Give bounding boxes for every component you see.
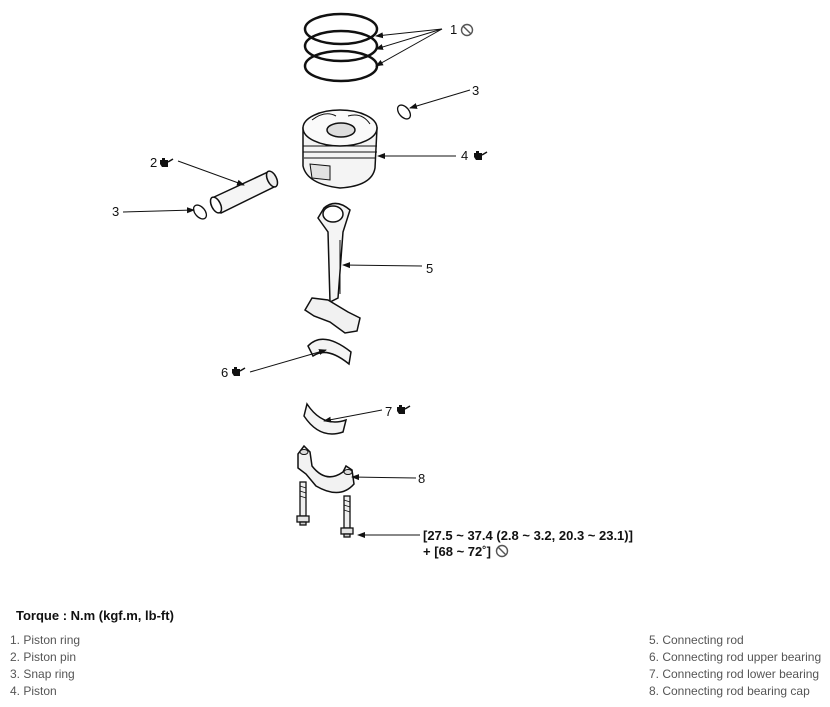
prohibit-circle-icon	[495, 544, 509, 558]
legend-item: 3. Snap ring	[10, 667, 75, 681]
lower-bearing-part	[303, 402, 348, 435]
oil-can-icon	[473, 150, 488, 161]
callout-8: 8	[418, 471, 425, 486]
callout-3-top: 3	[472, 83, 479, 98]
parts-legend-left: 1. Piston ring 2. Piston pin 3. Snap rin…	[10, 632, 80, 700]
oil-can-icon	[159, 157, 174, 168]
callout-5: 5	[426, 261, 433, 276]
legend-item: 4. Piston	[10, 684, 57, 698]
piston-ring-leaders	[375, 28, 443, 67]
parts-legend-right: 5. Connecting rod 6. Connecting rod uppe…	[649, 632, 821, 700]
callout-1: 1	[450, 22, 457, 37]
torque-spec-line1: [27.5 ~ 37.4 (2.8 ~ 3.2, 20.3 ~ 23.1)]	[423, 528, 633, 543]
upper-bearing-part	[307, 338, 352, 366]
bearing-cap-part	[297, 444, 355, 494]
snap-ring-left-part	[122, 204, 208, 220]
legend-item: 8. Connecting rod bearing cap	[649, 684, 810, 698]
legend-item: 7. Connecting rod lower bearing	[649, 667, 820, 681]
oil-can-icon	[396, 404, 411, 415]
legend-item: 6. Connecting rod upper bearing	[649, 650, 822, 664]
legend-item: 1. Piston ring	[10, 633, 81, 647]
bearing-cap-bolt	[340, 495, 354, 538]
bearing-cap-bolt	[296, 481, 310, 526]
callout-7: 7	[385, 404, 392, 419]
oil-can-icon	[231, 366, 246, 377]
torque-heading: Torque : N.m (kgf.m, lb-ft)	[16, 608, 174, 623]
legend-item: 2. Piston pin	[10, 650, 77, 664]
callout-2: 2	[150, 155, 157, 170]
callout-6: 6	[221, 365, 228, 380]
callout-3-left: 3	[112, 204, 119, 219]
piston-ring-part	[303, 12, 379, 83]
torque-spec-line2: + [68 ~ 72˚]	[423, 544, 491, 559]
prohibit-circle-icon	[460, 23, 474, 37]
connecting-rod-part	[303, 202, 361, 334]
piston-pin-part	[209, 170, 279, 214]
snap-ring-top-part	[396, 89, 471, 120]
legend-item: 5. Connecting rod	[649, 633, 744, 647]
piston-part	[302, 109, 378, 189]
callout-4: 4	[461, 148, 468, 163]
exploded-diagram: 1 3 4 2 3 5	[112, 12, 633, 559]
